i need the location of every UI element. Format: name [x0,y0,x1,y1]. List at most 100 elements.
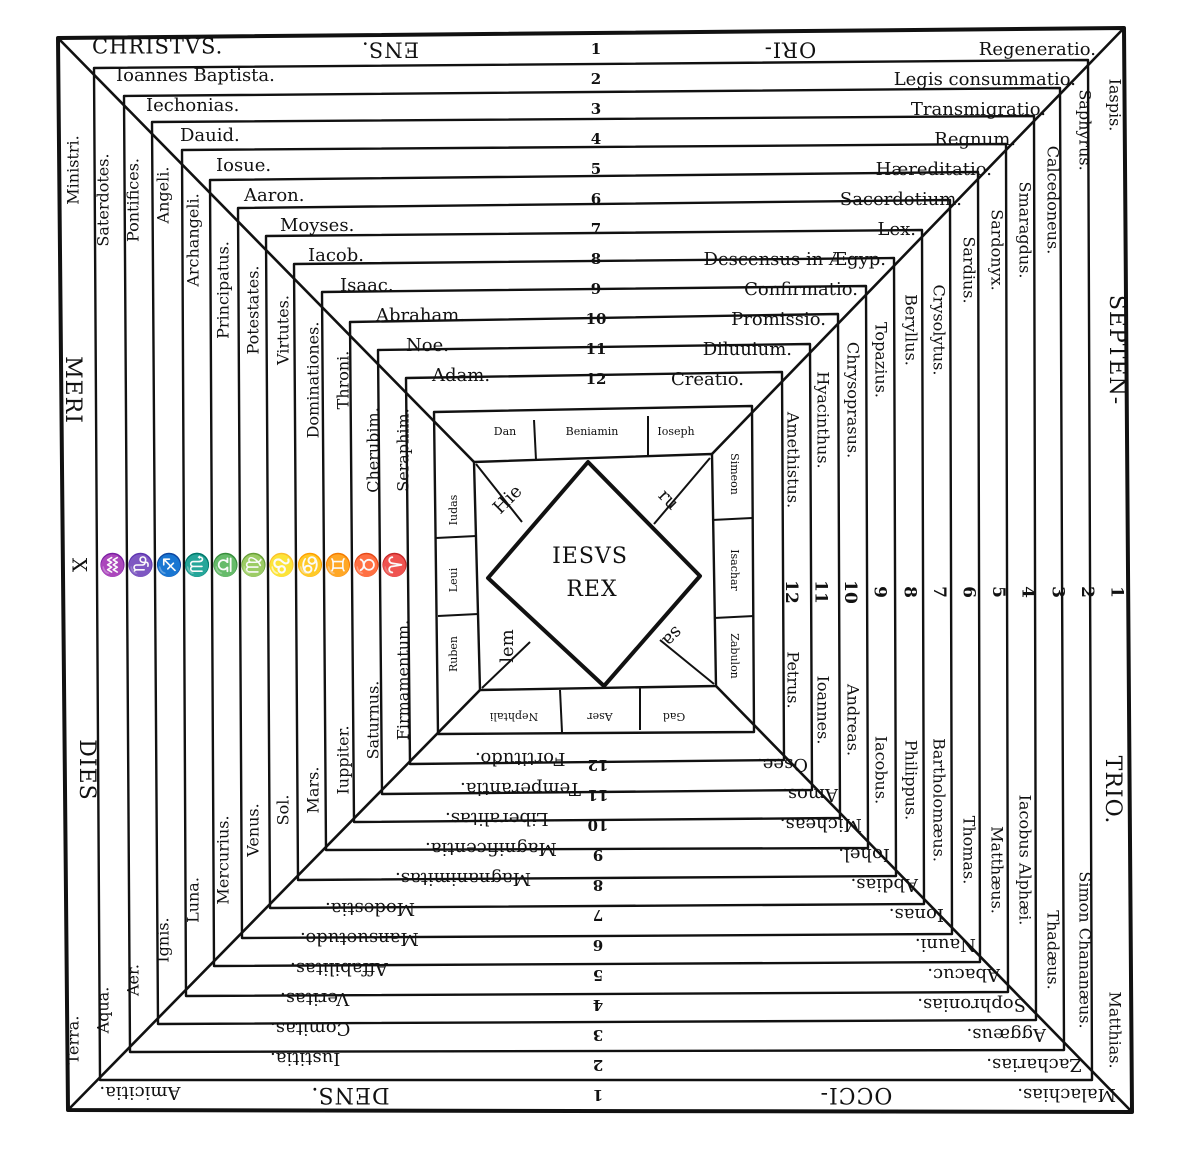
top-number: 4 [591,130,601,148]
ring-4 [180,142,1010,998]
cardinal-ens-top: ENS. [361,38,419,62]
left-upper-label: Saterdotes. [94,153,113,246]
left-lower-label: Saturnus. [364,681,383,760]
top-number: 11 [586,340,607,358]
bottom-left-label: Veritas. [280,988,350,1009]
diagonals-and-rules [57,27,1133,1113]
cardinal-ori: ORI- [764,38,816,62]
tribe-left: Ruben [447,636,460,672]
top-left-label: Aaron. [243,185,305,206]
ring-3 [150,114,1038,1026]
bottom-right-label: Abdias. [851,874,920,895]
diagonal-top-left [57,37,475,463]
tribe-left: Iudas [447,494,460,525]
left-upper-label: Seraphim. [394,408,413,492]
bottom-number: 6 [593,936,603,954]
bottom-right-label: Iohel. [838,844,890,865]
left-lower-label: Sol. [274,795,293,826]
center-diamond [486,460,702,688]
cardinal-christus: CHRISTVS. [92,35,223,59]
tribe-divider [713,615,755,619]
cardinal-dies: DIES [74,739,99,800]
right-upper-label: Smaragdus. [1016,182,1035,279]
tribe-bottom: Gad [663,710,685,723]
top-right-label: Regnum. [934,129,1016,150]
diamond-spoke [653,457,711,525]
center-corner-lem: lem [497,629,518,662]
top-right-label: Lex. [878,219,916,240]
right-number: 2 [1077,586,1097,598]
top-right-label: Legis consummatio. [894,69,1076,90]
right-upper-label: Saphyrus. [1076,89,1095,170]
right-number: 5 [988,586,1008,598]
bottom-number: 8 [593,876,603,894]
left-lower-label: Mars. [304,767,323,814]
cardinal-occi: OCCI- [820,1082,893,1107]
right-number: 11 [811,580,831,604]
center-iesus: IESVS [552,544,628,569]
left-lower-label: Terra. [64,1016,83,1065]
bottom-left-label: Modestia. [325,898,415,919]
right-number: 3 [1047,586,1067,598]
center-corner-ru: ru [654,485,683,514]
top-left-label: Dauid. [180,125,240,146]
bottom-left-label: Comitas. [270,1018,350,1039]
right-number: 8 [899,586,919,598]
right-lower-label: Petrus. [784,651,803,708]
bottom-number: 3 [593,1026,603,1044]
bottom-number: 9 [593,846,603,864]
top-number: 7 [591,220,601,238]
right-lower-label: Thadæus. [1044,910,1063,989]
top-number: 2 [591,70,601,88]
tribe-divider [435,535,477,539]
top-number: 5 [591,160,601,178]
top-left-label: Moyses. [280,215,354,236]
cardinal-septen: SEPTEN- [1104,295,1129,405]
top-right-label: Sacerdotium. [840,189,962,210]
ring-2 [122,86,1066,1054]
tribe-bottom: Aser [587,710,614,723]
left-upper-label: Dominationes. [304,322,323,439]
right-lower-label: Matthias. [1106,991,1125,1068]
zodiac-symbol: ♋ [297,551,323,578]
ring-8 [292,256,898,882]
diamond-spoke [481,641,531,689]
left-lower-label: Ignis. [154,917,173,962]
center-corner-sa: sa [658,622,687,651]
diagonal-top-right [711,27,1125,455]
zodiac-symbol: ♌ [269,551,295,578]
bottom-left-label: Liberalitas. [445,808,549,829]
right-number: 10 [840,580,860,604]
right-upper-label: Hyacinthus. [814,371,833,468]
top-number: 9 [591,280,601,298]
right-upper-label: Sardius. [960,236,979,303]
bottom-right-label: Sophronias. [917,994,1026,1015]
left-upper-label: Ministri. [64,135,83,204]
ring-12 [404,370,786,766]
right-lower-label: Andreas. [844,683,863,756]
left-upper-label: Principatus. [214,241,233,339]
diamond-spoke [475,463,523,523]
top-left-label: Ioannes Baptista. [116,65,275,86]
right-upper-label: Sardonyx. [988,209,1007,290]
right-number: 7 [929,586,949,598]
bottom-left-label: Affabilitas. [290,958,389,979]
bottom-left-label: Magnanimitas. [395,868,531,889]
right-lower-label: Thomas. [960,816,979,885]
bottom-right-label: Zacharias. [986,1054,1082,1075]
top-left-label: Isaac. [340,275,394,296]
bottom-number: 10 [588,816,609,834]
top-number: 8 [591,250,601,268]
right-number: 4 [1018,586,1038,598]
bottom-left-label: Fortitudo. [475,748,566,769]
ring-7 [264,228,926,910]
zodiac-symbol: ♑ [128,551,154,578]
left-lower-label: Luna. [184,877,203,923]
tribe-divider [711,517,753,521]
bottom-number: 7 [593,906,603,924]
ring-5 [208,170,982,968]
right-upper-label: Topazius. [872,322,891,398]
top-right-label: Descensus in Ægyp. [704,249,886,270]
right-lower-label: Ioannes. [814,676,833,745]
